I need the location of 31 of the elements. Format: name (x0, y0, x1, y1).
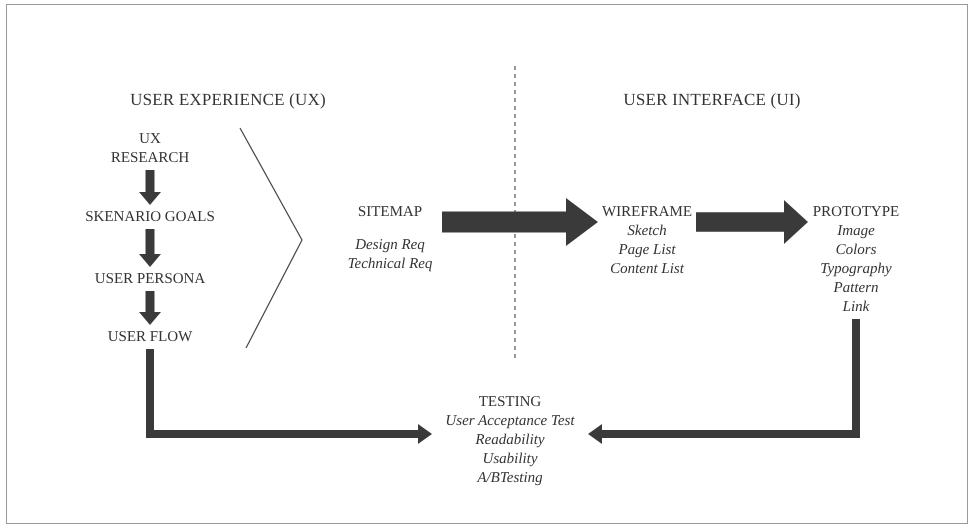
stage-title: SKENARIO GOALS (85, 208, 215, 226)
stage-item: Pattern (834, 279, 878, 298)
stage-item: Typography (820, 260, 892, 279)
stage-item: Page List (618, 241, 676, 260)
stage-item: Readability (475, 431, 545, 450)
stage-title: SITEMAP (358, 203, 422, 222)
stage-item: Usability (482, 450, 538, 469)
section-heading: USER EXPERIENCE (UX) (129, 90, 327, 110)
arrow (139, 229, 161, 267)
arrow (442, 198, 598, 246)
section-heading: USER INTERFACE (UI) (622, 90, 802, 110)
stage-title: TESTING (478, 393, 542, 412)
arrow (139, 291, 161, 325)
arrow (696, 200, 808, 244)
stage-item: Sketch (627, 222, 667, 241)
stage-title: USER FLOW (108, 328, 192, 346)
stage-item: Link (842, 298, 870, 317)
arrow (139, 170, 161, 205)
stage-item: Design Req (355, 236, 425, 255)
stage-item: Image (837, 222, 875, 241)
stage-title: WIREFRAME (602, 203, 692, 222)
stage-item: User Acceptance Test (445, 412, 575, 431)
stage-title: USER PERSONA (94, 270, 206, 288)
stage-title: PROTOTYPE (812, 203, 900, 222)
stage-item: Content List (610, 260, 684, 279)
stage-item: Technical Req (348, 255, 432, 274)
arrow (588, 319, 860, 444)
stage-item: A/BTesting (477, 469, 543, 488)
stage-title: UX RESEARCH (110, 130, 190, 168)
stage-item: Colors (836, 241, 876, 260)
arrow (146, 349, 432, 444)
